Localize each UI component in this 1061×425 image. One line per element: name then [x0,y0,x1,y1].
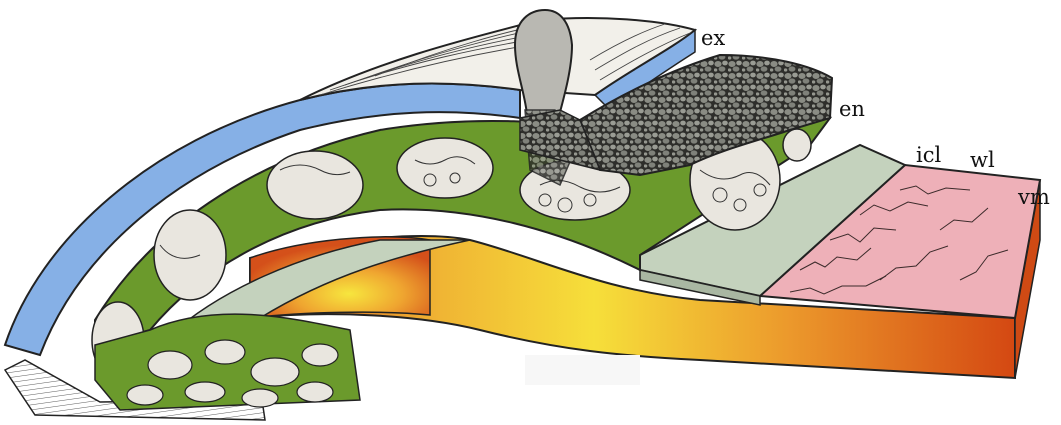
label-ex: ex [701,28,725,49]
label-wl: wl [970,150,995,171]
light-patch [525,355,640,385]
label-vm: vm [1018,187,1050,208]
label-icl: icl [916,145,941,166]
label-en: en [839,99,865,120]
